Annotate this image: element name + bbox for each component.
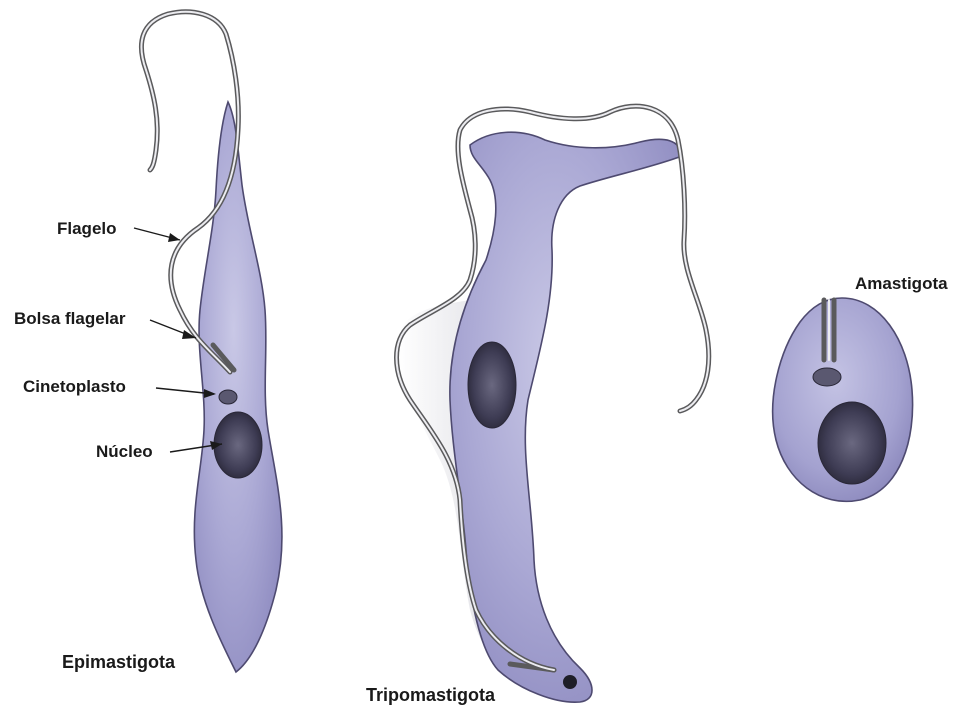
label-flagelo: Flagelo: [57, 219, 117, 238]
amastigote-kinetoplast: [813, 368, 841, 386]
label-cinetoplasto: Cinetoplasto: [23, 377, 126, 396]
epimastigote-kinetoplast: [219, 390, 237, 404]
label-epimastigota: Epimastigota: [62, 652, 176, 672]
trypomastigote-kinetoplast: [563, 675, 577, 689]
label-nucleo: Núcleo: [96, 442, 153, 461]
label-tripomastigota: Tripomastigota: [366, 685, 496, 705]
trypomastigote-cell: [397, 106, 709, 702]
label-bolsa-flagelar: Bolsa flagelar: [14, 309, 126, 328]
label-amastigota: Amastigota: [855, 274, 948, 293]
epimastigote-cell: [141, 12, 282, 672]
amastigote-cell: [773, 298, 913, 501]
epimastigote-nucleus: [214, 412, 262, 478]
epimastigote-body: [194, 102, 282, 672]
arrowhead-flagelo: [168, 233, 180, 242]
amastigote-nucleus: [818, 402, 886, 484]
trypomastigote-nucleus: [468, 342, 516, 428]
